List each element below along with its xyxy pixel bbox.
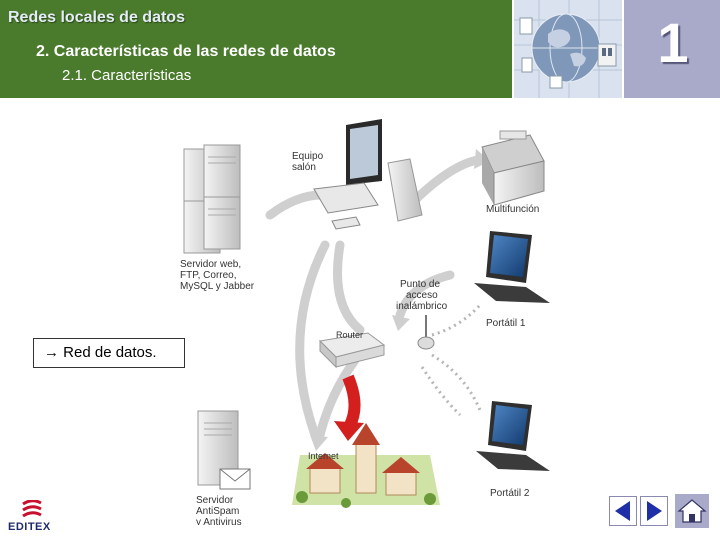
svg-text:Portátil 1: Portátil 1 [486,318,526,329]
internet-village-icon [292,423,440,508]
internet-link-arrow [334,374,364,441]
editex-logo-mark-icon [22,500,42,518]
editex-logo: EDITEX [6,500,58,536]
label-salon: salón [292,162,316,173]
caption-box: → Red de datos. [33,338,185,368]
laptop-2-icon [476,401,550,471]
svg-text:y Antivirus: y Antivirus [196,517,242,525]
label-servidor: Servidor [196,495,234,506]
svg-text:Multifunción: Multifunción [486,204,539,215]
arrow-head-4 [310,435,328,451]
subsection-title: 2.1. Características [62,67,192,84]
globe-network-illustration [514,0,622,98]
header-globe-image [512,0,622,98]
web-server-icon [183,144,241,254]
network-diagram-svg: Servidor web, FTP, Correo, MySQL y Jabbe… [180,119,550,525]
svg-text:Portátil 2: Portátil 2 [490,488,530,499]
svg-text:Internet: Internet [308,451,339,461]
label-internet: Internet [308,451,339,461]
label-portatil-1: Portátil 1 [486,318,526,329]
multifunction-printer-icon [481,130,545,206]
label-antivirus: y Antivirus [196,517,242,525]
arrow-head-3 [392,315,410,331]
router-icon [318,332,386,369]
arrow-left-icon [615,501,630,521]
course-title: Redes locales de datos [8,9,185,26]
network-diagram: Servidor web, FTP, Correo, MySQL y Jabbe… [160,105,560,525]
arrow-router-to-antispam [315,355,360,440]
header-title-band: Redes locales de datos 2. Característica… [0,0,512,98]
label-inalambrico: inalámbrico [396,301,448,312]
svg-text:Router: Router [336,330,363,340]
arrow-right-icon [647,501,662,521]
label-punto-de: Punto de [400,279,440,290]
label-server-web-3: MySQL y Jabber [180,281,255,292]
wireless-arc-2 [431,353,482,411]
svg-text:Punto de: Punto de [400,279,440,290]
slide-header: Redes locales de datos 2. Característica… [0,0,720,98]
antispam-server-icon [197,410,251,490]
label-equipo: Equipo [292,151,324,162]
label-server-web-2: FTP, Correo, [180,270,237,281]
mail-envelope-icon [219,468,251,490]
home-icon [677,499,707,523]
editex-logo-text: EDITEX [8,521,51,533]
svg-text:Equipo: Equipo [292,151,324,162]
chapter-number-box: 1 [622,0,720,98]
label-portatil-2: Portátil 2 [490,488,530,499]
arrow-loop-left [295,240,330,440]
wireless-arc-3 [420,366,462,417]
arrow-pc-to-router [333,240,365,335]
label-server-web-1: Servidor web, [180,259,241,270]
label-multifuncion: Multifunción [486,204,539,215]
caption-text: → Red de datos. [44,344,157,361]
arrow-printer-to-ap [395,270,455,320]
label-acceso: acceso [406,290,438,301]
previous-slide-button[interactable] [609,496,637,526]
access-point-icon [417,315,435,350]
label-router: Router [336,330,363,340]
wireless-arcs [420,303,482,417]
svg-text:inalámbrico: inalámbrico [396,301,448,312]
next-slide-button[interactable] [640,496,668,526]
svg-text:FTP, Correo,: FTP, Correo, [180,270,237,281]
home-button[interactable] [675,494,709,528]
svg-text:AntiSpam: AntiSpam [196,506,239,517]
svg-text:Servidor web,: Servidor web, [180,259,241,270]
svg-text:Servidor: Servidor [196,495,234,506]
laptop-1-icon [474,231,550,303]
chapter-number: 1 [657,11,689,74]
svg-text:acceso: acceso [406,290,438,301]
label-antispam: AntiSpam [196,506,239,517]
desktop-pc-icon [313,119,423,230]
svg-text:MySQL y Jabber: MySQL y Jabber [180,281,255,292]
arrow-pc-to-printer [405,155,483,210]
svg-text:salón: salón [292,162,316,173]
section-title: 2. Características de las redes de datos [36,43,336,60]
